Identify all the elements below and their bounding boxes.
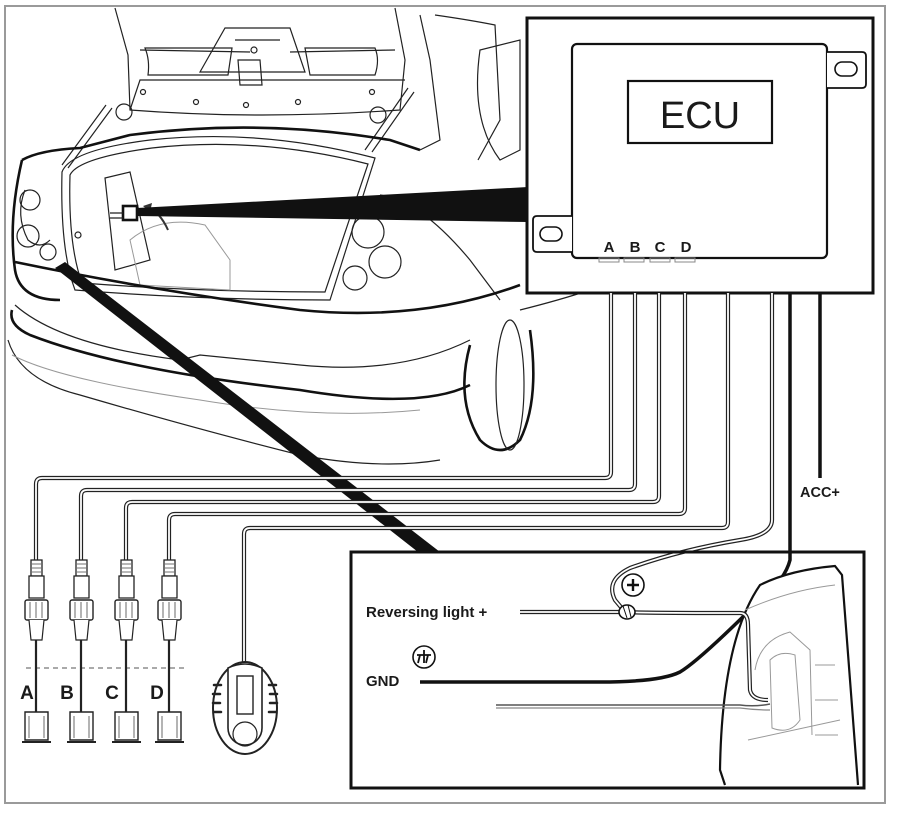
sensor-a bbox=[22, 559, 51, 743]
leader-tail-light bbox=[55, 262, 440, 552]
ecu-title: ECU bbox=[660, 95, 740, 137]
sensor-b bbox=[67, 559, 96, 743]
sensor-label-a: A bbox=[20, 683, 34, 704]
sensors: A B C D bbox=[20, 559, 188, 743]
strut-left bbox=[61, 104, 113, 169]
ecu-port-a: A bbox=[604, 239, 615, 256]
rear-wheel bbox=[463, 329, 535, 452]
acc-label: ACC+ bbox=[800, 485, 840, 501]
wire-gnd bbox=[420, 293, 792, 684]
buzzer bbox=[211, 661, 279, 755]
reversing-light-label: Reversing light + bbox=[366, 604, 488, 621]
existing-harness bbox=[496, 703, 771, 707]
sensor-label-b: B bbox=[60, 683, 74, 704]
ecu-panel: ECU A B C D bbox=[525, 16, 875, 295]
sensor-label-d: D bbox=[150, 683, 164, 704]
wire-d bbox=[166, 293, 688, 560]
tail-light-callout-box bbox=[349, 550, 866, 790]
trunk-connector bbox=[121, 204, 139, 222]
ecu-label-box bbox=[626, 79, 774, 145]
sensor-c bbox=[112, 559, 141, 743]
car-illustration bbox=[7, 7, 591, 552]
gnd-label: GND bbox=[366, 673, 400, 690]
trunk-lid bbox=[114, 7, 406, 116]
ecu-module bbox=[570, 42, 829, 260]
sensor-d bbox=[155, 559, 184, 743]
strut-right bbox=[364, 87, 415, 153]
bumper bbox=[10, 309, 471, 401]
ecu-port-d: D bbox=[681, 239, 692, 256]
ecu-port-c: C bbox=[655, 239, 666, 256]
sensor-wires bbox=[33, 293, 822, 684]
rear-panel bbox=[14, 260, 521, 315]
leader-ecu bbox=[137, 187, 528, 222]
sensor-label-c: C bbox=[105, 683, 119, 704]
tail-light-panel bbox=[349, 550, 866, 790]
wire-b bbox=[78, 293, 638, 560]
tail-light-housing bbox=[718, 564, 860, 786]
ecu-port-b: B bbox=[630, 239, 641, 256]
